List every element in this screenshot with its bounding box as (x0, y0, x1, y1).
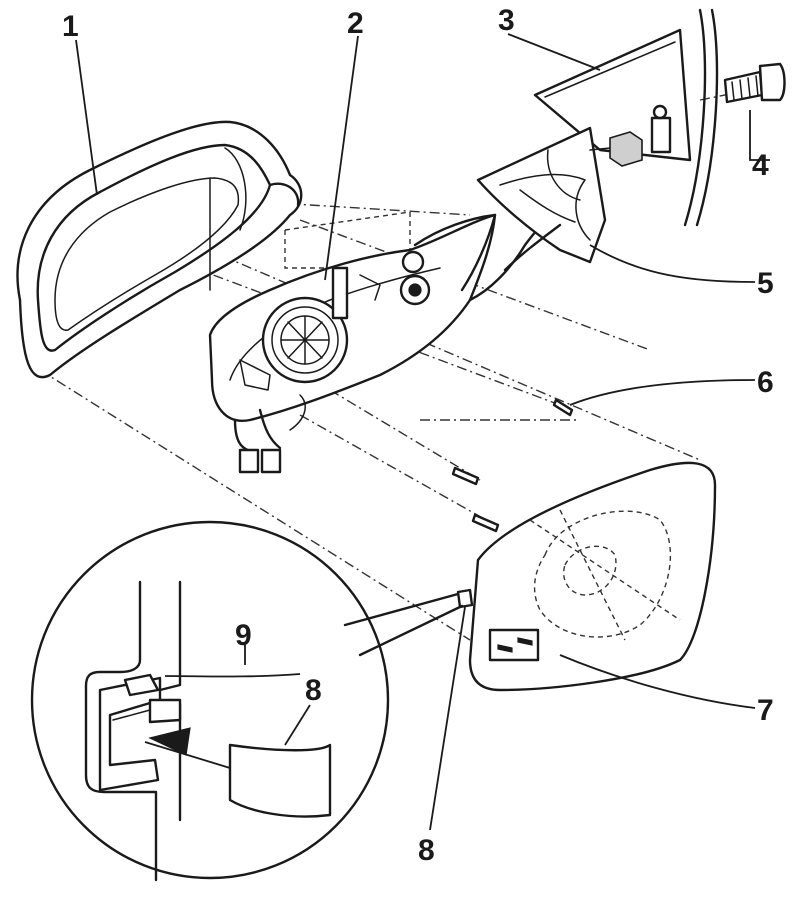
callout-4: 4 (752, 149, 769, 182)
callout-5: 5 (757, 267, 774, 300)
door-panel (533, 8, 719, 227)
callout-1: 1 (62, 10, 79, 43)
detail-inset (30, 520, 464, 882)
mirror-housing (16, 120, 303, 379)
mounting-bolt (723, 62, 786, 104)
callout-8-inset: 8 (305, 674, 322, 707)
screw (451, 398, 574, 533)
adjustment-motor-base-plate (208, 213, 557, 474)
callouts: 1 2 3 4 5 6 7 8 8 9 (62, 4, 774, 867)
callout-6: 6 (757, 366, 774, 399)
callout-8-lower: 8 (418, 834, 435, 867)
callout-2: 2 (347, 7, 364, 40)
callout-7: 7 (757, 694, 774, 727)
mirror-mounting-bracket (476, 126, 643, 272)
mirror-glass (456, 461, 717, 692)
leader-lines (75, 33, 770, 831)
callout-9: 9 (235, 619, 252, 652)
callout-3: 3 (498, 4, 515, 37)
